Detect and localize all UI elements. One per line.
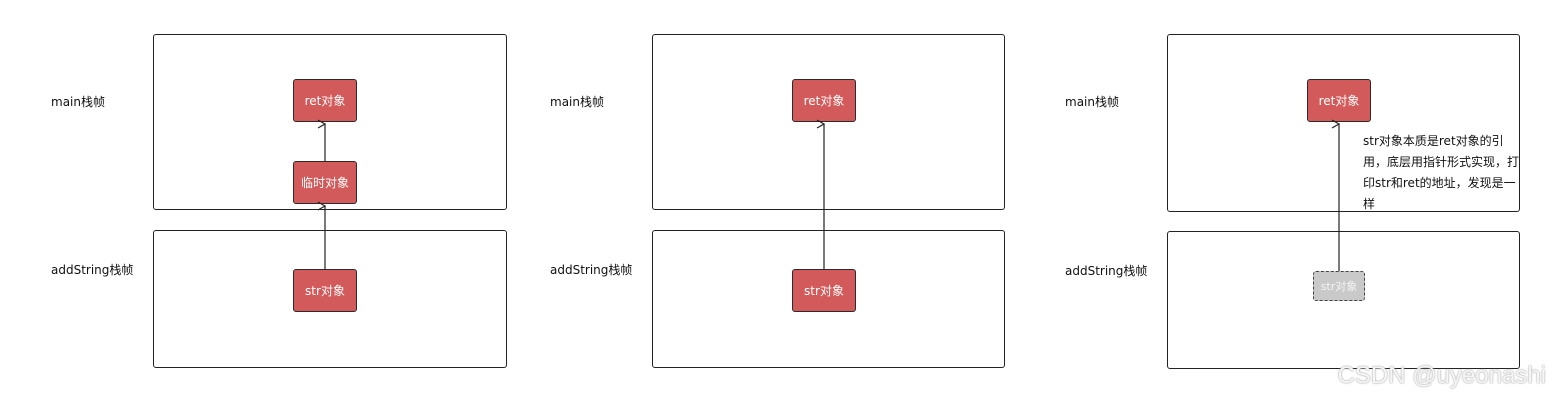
panel3-reference-note: str对象本质是ret对象的引用，底层用指针形式实现，打印str和ret的地址，… bbox=[1363, 134, 1520, 211]
panel3-ret-object: ret对象 bbox=[1307, 79, 1371, 122]
watermark: CSDN @uyeonashi bbox=[1337, 362, 1546, 389]
panel1-str-object: str对象 bbox=[293, 269, 357, 312]
panel3-addstring-label: addString栈帧 bbox=[1065, 264, 1148, 278]
panel2-main-frame bbox=[652, 34, 1005, 210]
panel2-main-label: main栈帧 bbox=[550, 95, 604, 109]
panel2-addstring-label: addString栈帧 bbox=[550, 263, 633, 277]
panel1-main-label: main栈帧 bbox=[51, 95, 105, 109]
panel1-ret-object: ret对象 bbox=[293, 79, 357, 122]
panel3-main-label: main栈帧 bbox=[1065, 95, 1119, 109]
panel3-main-frame bbox=[1167, 34, 1520, 212]
panel3-str-object-ghost: str对象 bbox=[1313, 271, 1365, 301]
panel1-temp-object: 临时对象 bbox=[293, 161, 357, 204]
panel1-addstring-label: addString栈帧 bbox=[51, 263, 134, 277]
panel2-ret-object: ret对象 bbox=[792, 79, 856, 122]
panel2-str-object: str对象 bbox=[792, 269, 856, 312]
